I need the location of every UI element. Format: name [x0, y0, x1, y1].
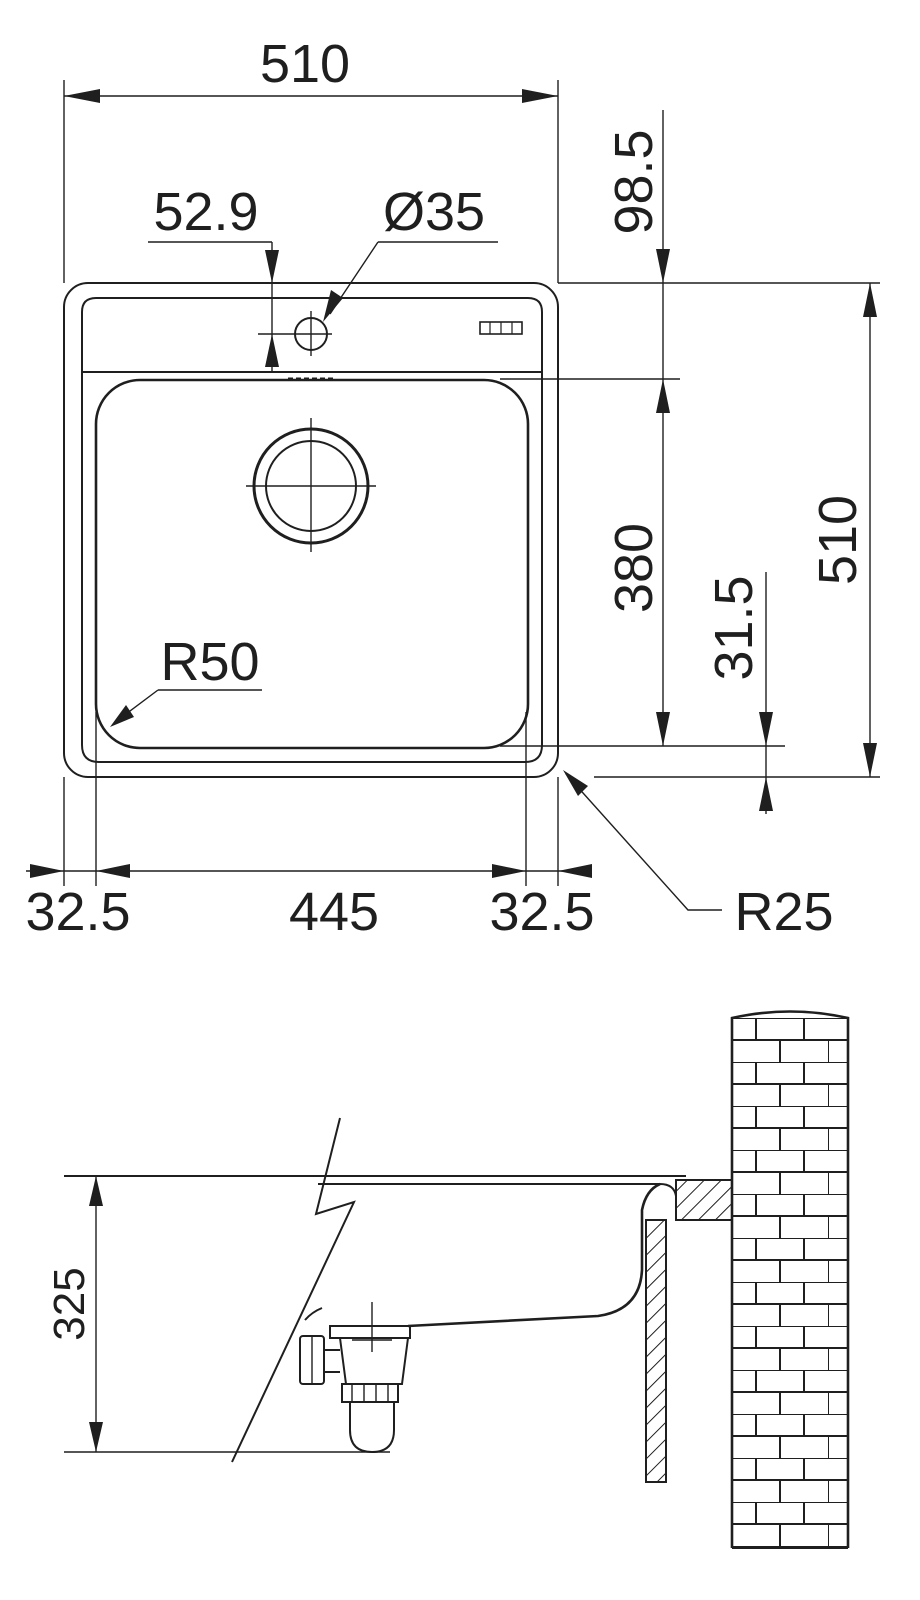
rim-inner-outline [81, 372, 543, 763]
brand-plate [479, 321, 523, 335]
dim-bowl-radius: R50 [160, 632, 259, 692]
dim-outer-radius: R25 [734, 882, 833, 942]
tap-ledge-outline [81, 297, 543, 372]
worktop-section [675, 1179, 733, 1221]
dim-bowl-width: 445 [289, 882, 379, 942]
brick-wall [732, 1018, 848, 1548]
dim-tap-hole-diameter: Ø35 [383, 182, 485, 242]
dim-left-rim: 32.5 [25, 882, 130, 942]
top-view: 510 52.9 Ø35 98.5 380 31.5 510 R50 32.5 … [25, 34, 880, 942]
drain [246, 418, 376, 552]
side-view: 325 [45, 1010, 850, 1549]
dim-width-overall: 510 [260, 34, 350, 94]
sink-outer-outline [63, 282, 559, 778]
tap-hole [258, 311, 332, 356]
dim-depth-overall: 325 [45, 1267, 94, 1340]
waste-fitting [299, 1302, 411, 1454]
dim-tap-hole-offset: 52.9 [153, 182, 258, 242]
sink-section [64, 1117, 686, 1463]
dim-back-ledge: 98.5 [604, 129, 664, 234]
dim-front-rim: 31.5 [704, 575, 764, 680]
bowl-outline [94, 378, 530, 750]
dim-right-rim: 32.5 [489, 882, 594, 942]
dim-bowl-depth: 380 [604, 523, 664, 613]
cabinet-panel [645, 1219, 667, 1483]
dim-height-overall: 510 [808, 495, 868, 585]
